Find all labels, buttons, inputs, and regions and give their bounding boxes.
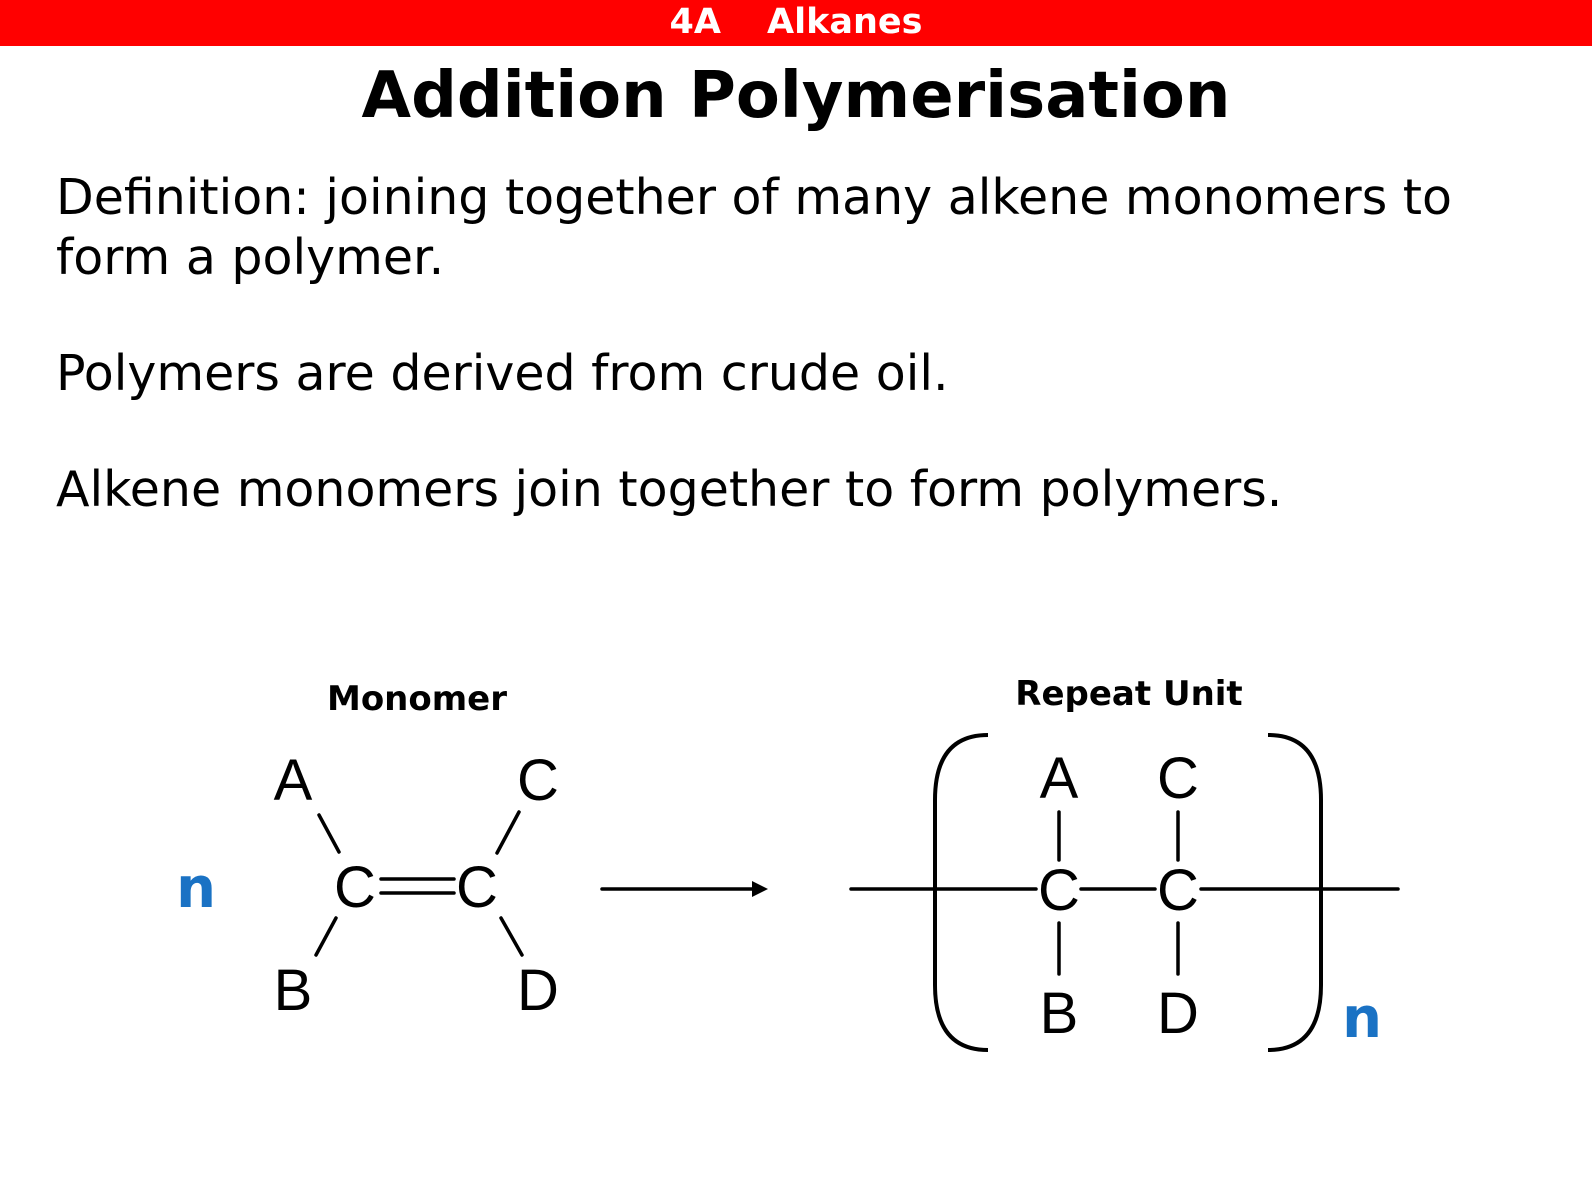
- monomer-count-symbol: n: [176, 856, 216, 921]
- monomer-bond-a: [317, 813, 341, 854]
- monomer-carbon-right: C: [456, 855, 498, 920]
- polymerisation-diagram: Monomer n A C C C B D Repeat Unit A C C …: [0, 640, 1592, 1180]
- monomer-substituent-d: D: [517, 958, 559, 1023]
- header-bar: 4A Alkanes: [0, 0, 1592, 46]
- monomer-bond-d: [499, 916, 524, 957]
- reaction-scheme: Monomer n A C C C B D Repeat Unit A C C …: [176, 674, 1400, 1052]
- repeat-substituent-b: B: [1040, 981, 1079, 1046]
- section-topic: Alkanes: [766, 2, 923, 42]
- right-bracket: [1267, 733, 1323, 1052]
- crude-oil-text: Polymers are derived from crude oil.: [56, 345, 949, 402]
- monomer-bond-c: [495, 810, 521, 855]
- repeat-substituent-a: A: [1040, 746, 1079, 811]
- monomers-join-text: Alkene monomers join together to form po…: [56, 461, 1283, 518]
- monomer-substituent-c: C: [517, 748, 559, 813]
- section-code: 4A: [669, 2, 721, 42]
- repeat-count-symbol: n: [1342, 986, 1382, 1051]
- monomer-carbon-left: C: [334, 855, 376, 920]
- repeat-substituent-d: D: [1157, 981, 1199, 1046]
- reaction-arrow-head: [752, 881, 768, 897]
- page-title: Addition Polymerisation: [361, 59, 1231, 133]
- monomer-bond-b: [314, 916, 338, 957]
- monomer-substituent-b: B: [274, 958, 313, 1023]
- repeat-substituent-c: C: [1157, 746, 1199, 811]
- left-bracket: [933, 733, 989, 1052]
- repeat-carbon-left: C: [1038, 858, 1080, 923]
- monomer-heading: Monomer: [327, 679, 507, 719]
- repeat-carbon-right: C: [1157, 858, 1199, 923]
- monomer-substituent-a: A: [274, 748, 313, 813]
- repeat-unit-heading: Repeat Unit: [1015, 674, 1242, 714]
- definition-text: Definition: joining together of many alk…: [56, 169, 1452, 286]
